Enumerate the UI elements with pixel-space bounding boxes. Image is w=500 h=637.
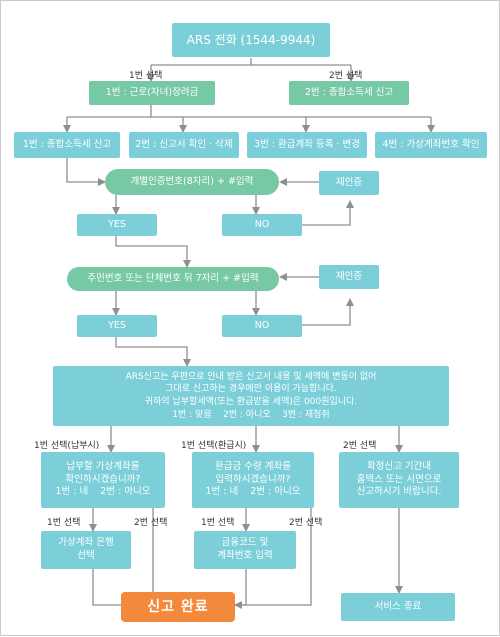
notice-line-1: ARS신고는 우편으로 안내 받은 신고서 내용 및 세액에 변동이 없어	[125, 371, 377, 382]
pay-q-line-2: 확인하시겠습니까?	[65, 473, 141, 485]
bank-line-2: 계좌번호 입력	[217, 550, 273, 561]
ars-title: ARS 전화 (1544-9944)	[172, 23, 330, 57]
ars-notice: ARS신고는 우편으로 안내 받은 신고서 내용 및 세액에 변동이 없어 그대…	[53, 366, 449, 426]
confirm-filing-notice: 확정신고 기간내 홈택스 또는 서면으로 신고하시기 바랍니다.	[339, 452, 459, 508]
service-end: 서비스 종료	[341, 593, 455, 621]
refund-q-line-3: 1번 : 네 2번 : 아니오	[205, 486, 301, 498]
notice-line-3: 귀하의 납부할세액(또는 환급받을 세액)은 000원입니다.	[144, 397, 358, 407]
branch-income-tax: 2번 : 종합소득세 신고	[289, 81, 409, 105]
choice-refund-label: 1번 선택(환급시)	[181, 441, 247, 451]
top-choice-left-label: 1번 선택	[129, 71, 163, 81]
step1-no: NO	[222, 214, 302, 236]
bank-code-account-input: 금융코드 및 계좌번호 입력	[194, 531, 296, 569]
refund-question: 환급금 수령 계좌를 입력하시겠습니까? 1번 : 네 2번 : 아니오	[192, 452, 314, 508]
step1-yes: YES	[77, 214, 157, 236]
choice-pay-label: 1번 선택(납부시)	[34, 441, 100, 451]
refund-choice-1-label: 1번 선택	[201, 518, 235, 528]
vacct-line-2: 선택	[77, 550, 95, 561]
pay-q-line-3: 1번 : 네 2번 : 아니오	[55, 486, 151, 498]
menu-item-income-tax: 1번 : 종합소득세 신고	[14, 132, 120, 158]
notice-line-4: 1번 : 맞음 2번 : 아니오 3번 : 재청취	[172, 409, 330, 420]
pay-q-line-1: 납부할 가상계좌를	[66, 460, 140, 472]
pay-question: 납부할 가상계좌를 확인하시겠습니까? 1번 : 네 2번 : 아니오	[41, 452, 165, 508]
vacct-line-1: 가상계좌 은행	[58, 537, 114, 549]
step1-retry: 재인증	[319, 171, 379, 195]
bank-line-1: 금융코드 및	[221, 537, 269, 549]
refund-choice-2-label: 2번 선택	[289, 518, 323, 528]
virtual-account-bank-select: 가상계좌 은행 선택	[41, 531, 131, 569]
top-choice-right-label: 2번 선택	[329, 71, 363, 81]
refund-q-line-2: 입력하시겠습니까?	[215, 473, 291, 485]
branch-work-incentive: 1번 : 근로(자녀)장려금	[89, 81, 215, 105]
step2-no: NO	[222, 315, 302, 337]
step1-auth-prompt: 개별인증번호(8자리) + #입력	[105, 169, 279, 195]
filing-complete: 신고 완료	[121, 592, 235, 622]
notice-line-2: 그대로 신고하는 경우에만 이용이 가능합니다.	[165, 384, 337, 395]
confirm-line-2: 홈택스 또는 서면으로	[356, 473, 442, 485]
menu-item-refund-account: 3번 : 환급계좌 등록 · 변경	[247, 132, 367, 158]
menu-item-virtual-account: 4번 : 가상계좌번호 확인	[375, 132, 487, 158]
confirm-line-3: 신고하시기 바랍니다.	[356, 486, 442, 498]
confirm-line-1: 확정신고 기간내	[366, 460, 432, 472]
choice-no-label: 2번 선택	[343, 441, 377, 451]
pay-choice-1-label: 1번 선택	[47, 518, 81, 528]
refund-q-line-1: 환급금 수령 계좌를	[215, 460, 291, 472]
step2-retry: 재인증	[319, 265, 379, 289]
pay-choice-2-label: 2번 선택	[134, 518, 168, 528]
step2-id-prompt: 주민번호 또는 단체번호 뒤 7자리 + #입력	[67, 267, 279, 291]
step2-yes: YES	[77, 315, 157, 337]
menu-item-check-delete: 2번 : 신고서 확인 · 삭제	[129, 132, 239, 158]
